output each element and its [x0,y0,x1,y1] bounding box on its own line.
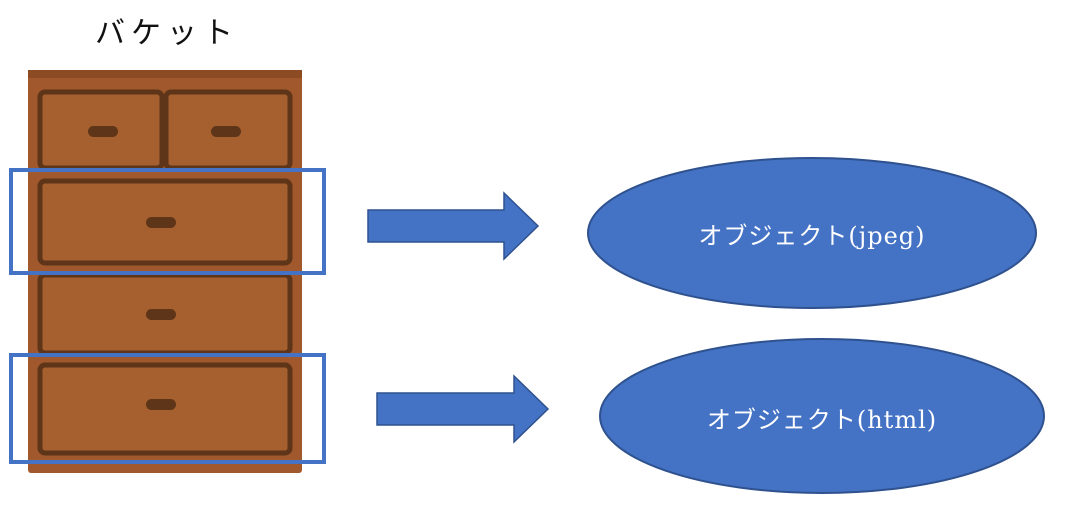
highlight-box-2 [9,353,326,464]
object-ellipse-jpeg [587,157,1037,309]
object-label-jpeg: オブジェクト(jpeg) [698,222,926,250]
bucket-label: バケット [95,16,239,51]
drawer-handle [146,309,176,320]
highlight-box-1 [9,168,326,275]
drawer-handle [146,217,176,228]
drawer-handle [88,126,118,137]
drawer-handle [146,399,176,410]
right-arrow-icon [367,191,540,261]
chest-top-edge [28,70,302,78]
object-label-html: オブジェクト(html) [706,406,938,434]
right-arrow-icon [376,374,550,444]
drawer-handle [211,126,241,137]
object-ellipse-html [599,338,1045,494]
